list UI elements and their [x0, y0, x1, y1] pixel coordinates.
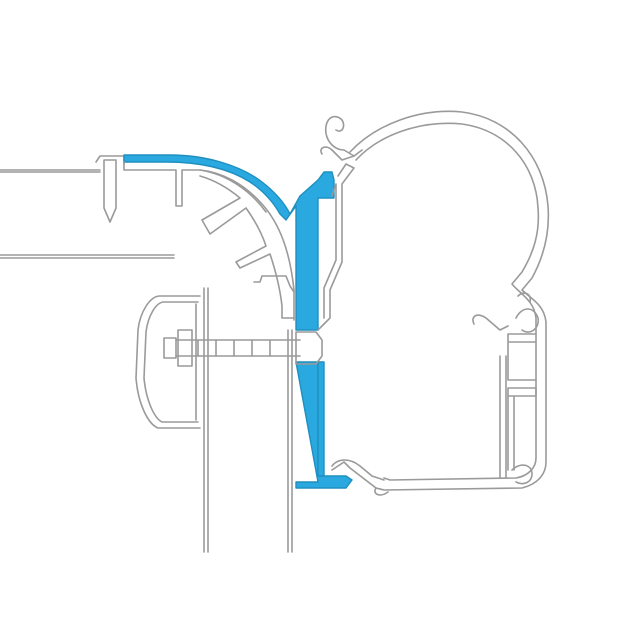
- cassette-chamber-upper: [507, 333, 537, 381]
- cassette-left-wall-inner: [323, 183, 337, 319]
- wall-plate-left: [203, 287, 209, 553]
- adapter-rail-lower-spine: [317, 361, 325, 477]
- adapter-rail-top-arm: [123, 154, 335, 331]
- cassette-chamber-lower: [507, 387, 537, 471]
- bracket-outer-curve: [123, 161, 295, 321]
- bolt-assembly: [163, 329, 323, 367]
- rail-bracket: [123, 161, 295, 321]
- bolt-head: [295, 331, 323, 365]
- cassette-outer-shell: [331, 110, 550, 491]
- cassette-inner-shell: [355, 122, 540, 481]
- cassette-bottom-foot: [511, 464, 533, 485]
- cassette-lower-slot: [331, 459, 385, 481]
- lamp-housing-inner: [143, 301, 199, 423]
- lamp-housing: [135, 295, 201, 429]
- cassette-left-wall: [317, 163, 355, 331]
- lamp-housing-shell: [135, 295, 201, 429]
- cassette-clip-inner: [517, 292, 532, 303]
- cassette-lower-lip: [374, 487, 389, 496]
- wall-panel: [0, 155, 175, 259]
- bracket-inner-curve: [199, 175, 295, 319]
- wall-plate-right: [287, 329, 293, 553]
- awning-cassette: [317, 110, 550, 496]
- bolt-shaft: [175, 339, 301, 357]
- bracket-claw: [253, 275, 295, 293]
- fastener-screw: [103, 159, 117, 223]
- bolt-washer: [163, 337, 177, 359]
- wall-plates: [203, 287, 293, 553]
- bolt-nut: [177, 329, 193, 367]
- bolt-thread-marks: [197, 339, 271, 357]
- cassette-inner-divider: [499, 355, 507, 479]
- cassette-snap-top: [320, 146, 355, 161]
- cassette-clip: [472, 308, 540, 333]
- adapter-rail: [123, 154, 353, 489]
- roof-panel-top: [0, 169, 175, 259]
- bracket-web: [199, 169, 267, 213]
